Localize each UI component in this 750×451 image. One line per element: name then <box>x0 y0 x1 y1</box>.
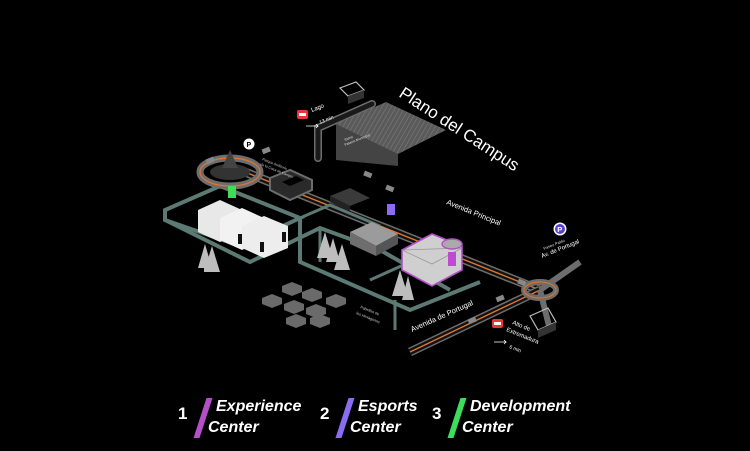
building-development-center <box>401 233 463 287</box>
legend-label: Esports Center <box>350 396 418 438</box>
roundabout-left <box>196 150 264 190</box>
legend-label-line1: Development <box>470 398 571 415</box>
legend-label-line2: Center <box>462 419 513 436</box>
parking-left: P <box>243 138 255 150</box>
pavilion-label-1: Pabellón de <box>360 305 380 316</box>
metro-lago-time: 13 min <box>319 115 335 126</box>
metro-alto-extremadura: Alto de Extremadura 6 min <box>492 319 540 355</box>
legend-label: Development Center <box>462 396 571 438</box>
small-building-left <box>269 168 313 202</box>
block-label-1: Iberia <box>344 135 354 142</box>
marker-2-flag <box>387 204 395 215</box>
legend-label: Experience Center <box>208 396 302 438</box>
hatched-block: Iberia Palacio Municipal <box>336 102 446 166</box>
building-experience-center <box>198 186 288 258</box>
legend: 1 Experience Center 2 Esports Center 3 D… <box>0 396 750 446</box>
legend-label-line2: Center <box>208 419 259 436</box>
parking-left-symbol: P <box>247 142 252 149</box>
parking-icon <box>555 224 565 234</box>
arrow-icon <box>494 339 507 345</box>
metro-alto-time: 6 min <box>508 344 522 354</box>
legend-label-line1: Esports <box>358 398 418 415</box>
legend-label-line1: Experience <box>216 398 302 415</box>
metro-lago-name: Lago <box>311 103 326 114</box>
marker-3-flag <box>448 252 456 266</box>
arrow-icon <box>306 123 319 129</box>
legend-item-development: 3 Development Center <box>432 396 582 440</box>
legend-number: 3 <box>432 404 442 423</box>
legend-label-line2: Center <box>350 419 401 436</box>
legend-number: 2 <box>320 404 330 423</box>
legend-number: 1 <box>178 404 188 423</box>
legend-item-esports: 2 Esports Center <box>320 396 430 440</box>
roundabout-right <box>521 279 559 301</box>
metro-entrance-top <box>338 81 366 104</box>
marker-1-flag <box>228 186 236 198</box>
parking-icon <box>243 138 255 150</box>
hexagon-pavilion <box>262 282 346 328</box>
small-block-center <box>330 188 370 212</box>
parking-right-symbol: P <box>557 225 562 234</box>
street-label-principal: Avenida Principal <box>445 198 502 228</box>
building-esports-center <box>350 204 398 256</box>
legend-item-experience: 1 Experience Center <box>178 396 318 440</box>
metro-lago: Lago 13 min <box>297 103 335 129</box>
metro-entrance-structure <box>529 307 557 338</box>
parking-right: P Paseo Pablo Av. de Portugal <box>541 222 580 260</box>
cars <box>205 146 527 325</box>
trees <box>198 232 414 300</box>
